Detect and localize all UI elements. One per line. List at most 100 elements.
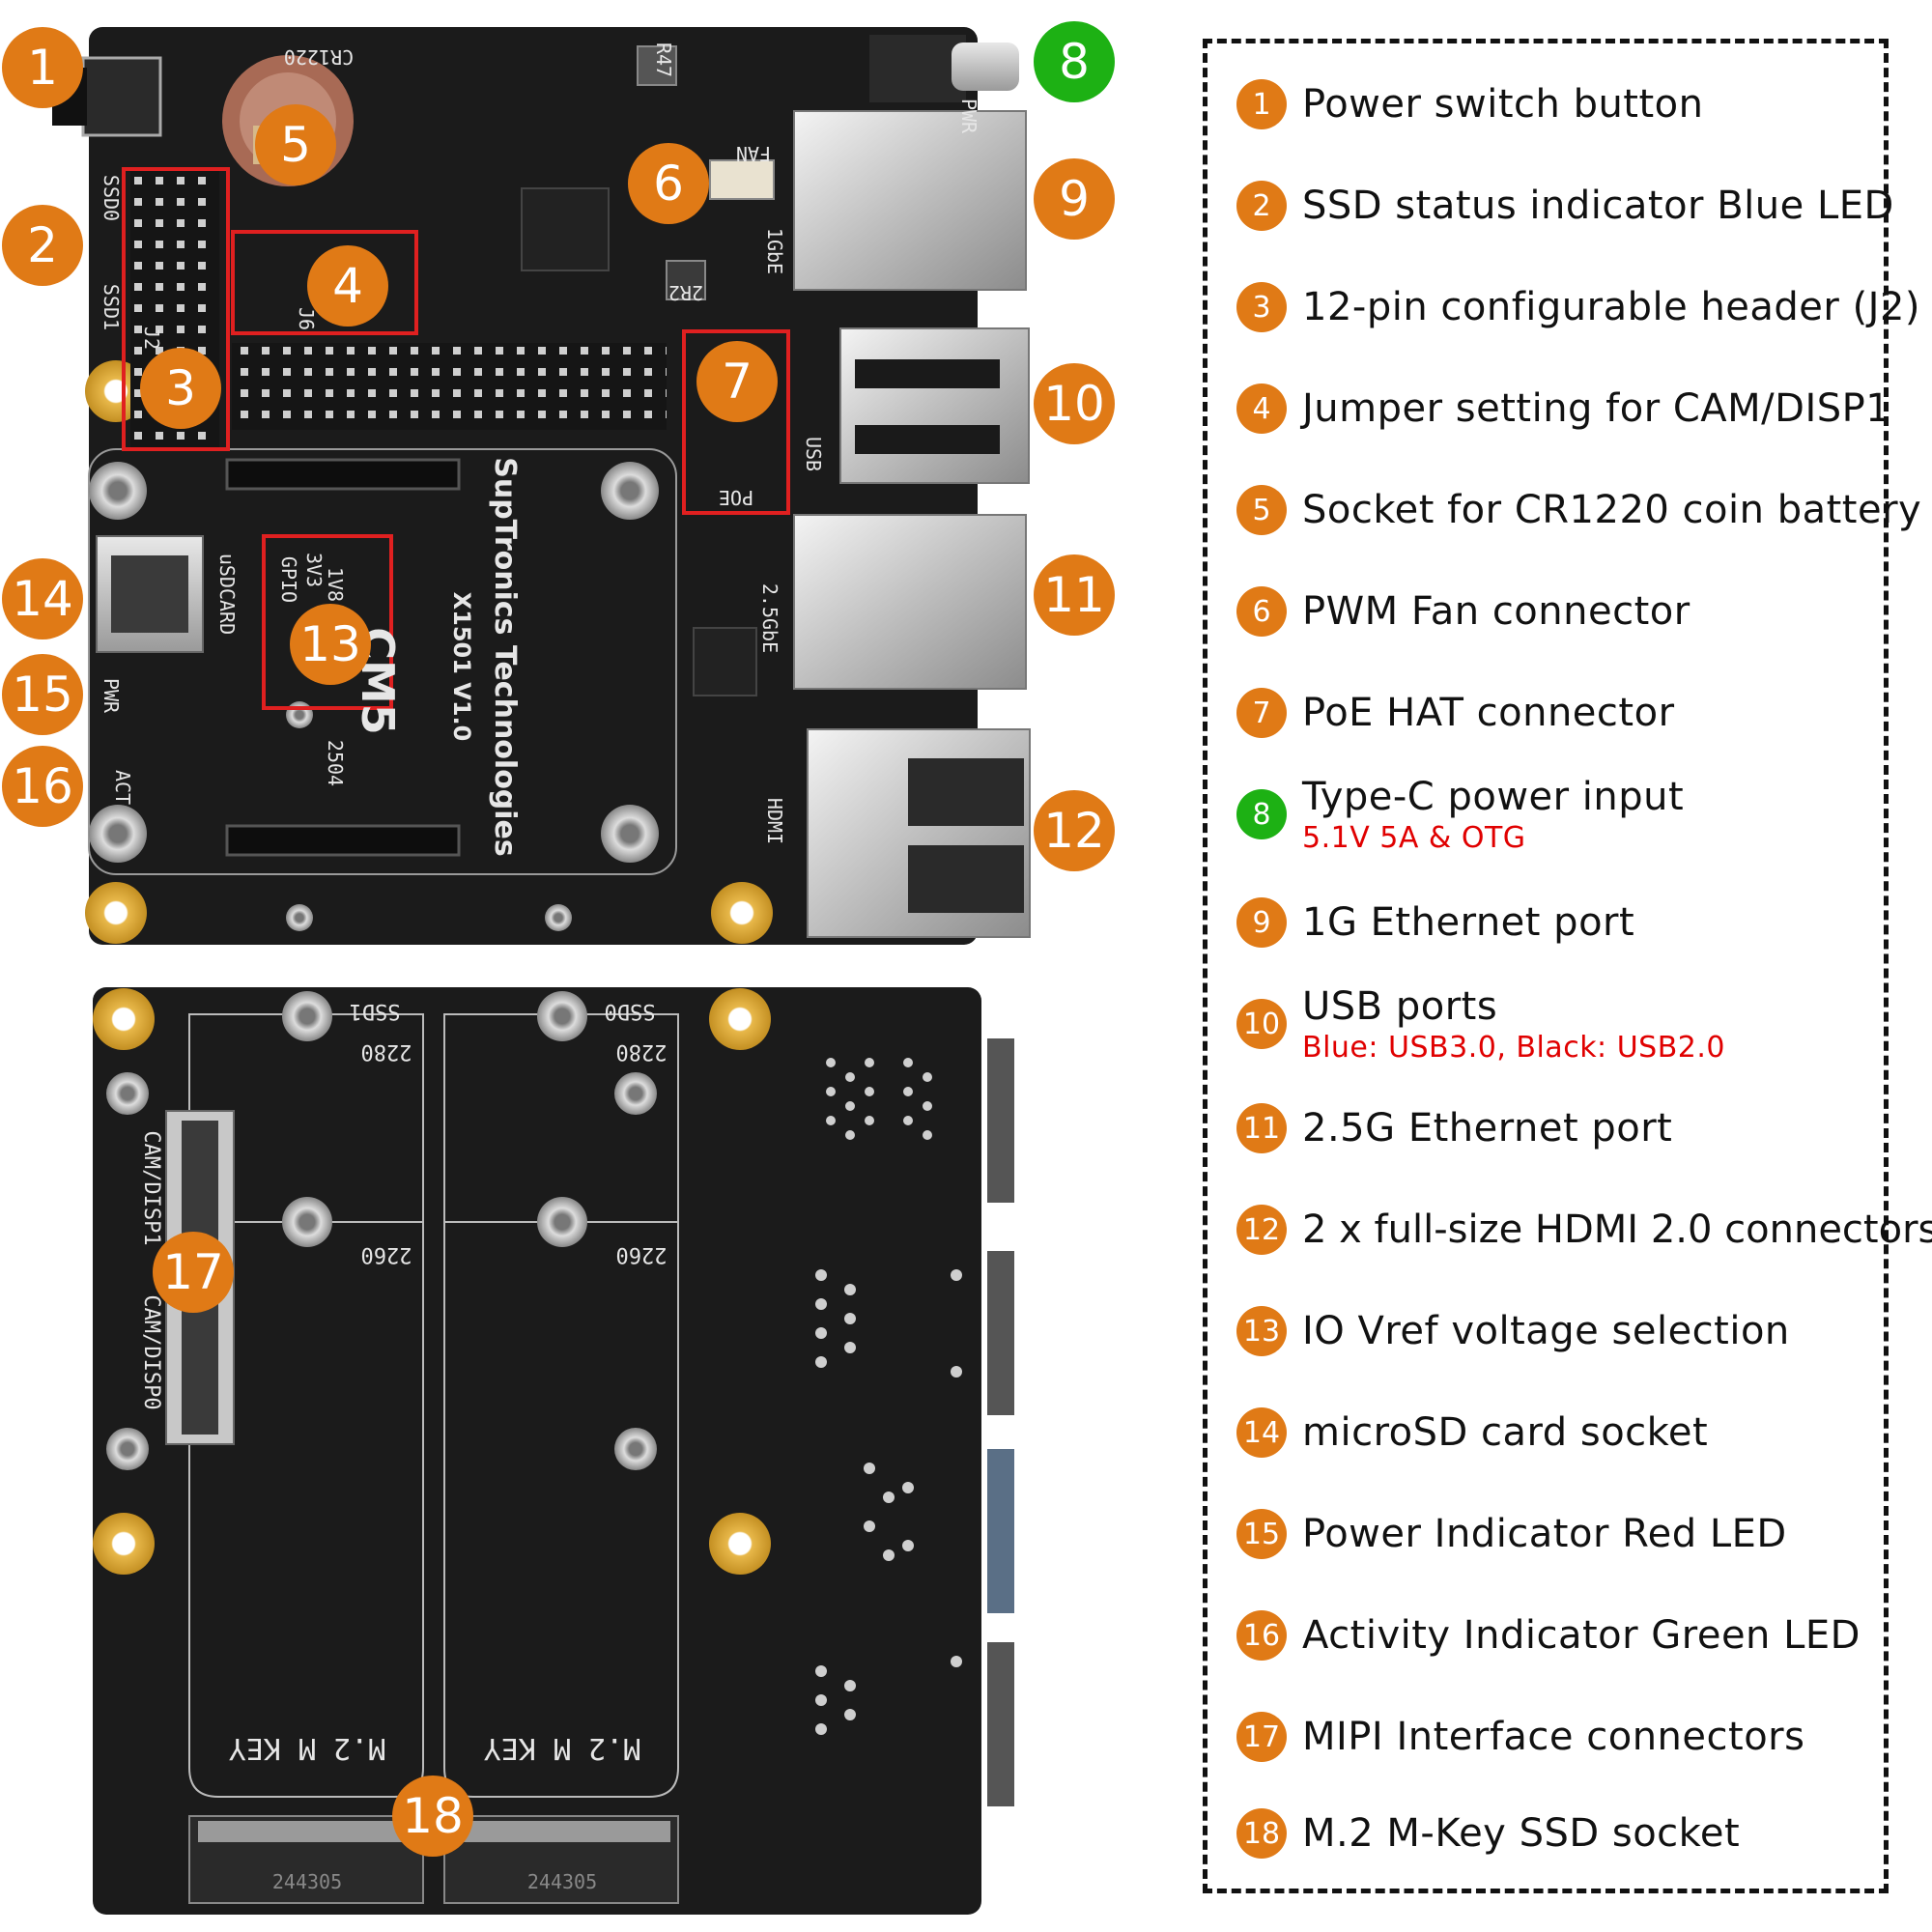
legend-text: Activity Indicator Green LED xyxy=(1302,1613,1861,1658)
legend-num-badge: 9 xyxy=(1236,897,1287,948)
legend-num-badge: 6 xyxy=(1236,586,1287,637)
legend-item: 3 12-pin configurable header (J2) xyxy=(1236,264,1920,351)
callout-2: 2 xyxy=(2,205,83,286)
callout-9: 9 xyxy=(1034,158,1115,240)
type-c-port xyxy=(869,35,966,102)
silk-1v8: 1V8 xyxy=(324,567,347,602)
chip xyxy=(521,187,610,271)
legend-num-badge: 18 xyxy=(1236,1808,1287,1859)
legend-num: 13 xyxy=(1242,1314,1281,1349)
legend-label: M.2 M-Key SSD socket xyxy=(1302,1811,1741,1856)
hdmi-port-opening xyxy=(908,845,1024,913)
legend-label: 2.5G Ethernet port xyxy=(1302,1106,1673,1151)
legend-label: USB ports xyxy=(1302,983,1498,1029)
fan-connector xyxy=(709,159,775,200)
mount-hole xyxy=(709,1513,771,1575)
usb-port-tongue xyxy=(855,359,1000,388)
silk-r47: R47 xyxy=(652,43,675,77)
callout-14-num: 14 xyxy=(12,571,73,627)
callout-15: 15 xyxy=(2,654,83,735)
silk-3v3: 3V3 xyxy=(302,553,326,587)
silk-2280-b: 2280 xyxy=(616,1039,668,1064)
solder-dots xyxy=(815,1058,962,1735)
silk-pwr: PWR xyxy=(957,99,980,134)
legend-num-badge: 14 xyxy=(1236,1407,1287,1458)
legend-num-badge: 7 xyxy=(1236,688,1287,738)
callout-16: 16 xyxy=(2,746,83,827)
legend-item: 4 Jumper setting for CAM/DISP1 xyxy=(1236,365,1890,452)
callout-3: 3 xyxy=(140,348,221,429)
callout-5: 5 xyxy=(255,104,336,185)
legend-num: 5 xyxy=(1252,493,1271,527)
legend-text: PWM Fan connector xyxy=(1302,589,1690,634)
legend-item: 9 1G Ethernet port xyxy=(1236,879,1634,966)
usb-port-tongue xyxy=(855,425,1000,454)
silk-bottom-ssd1: SSD1 xyxy=(350,999,401,1023)
silk-ssd0: SSD0 xyxy=(99,175,123,221)
legend-num: 10 xyxy=(1242,1007,1281,1041)
legend-label: Socket for CR1220 coin battery xyxy=(1302,488,1922,532)
legend-num: 17 xyxy=(1242,1719,1281,1754)
callout-7-num: 7 xyxy=(722,354,753,410)
silk-2260-a: 2260 xyxy=(361,1242,412,1266)
legend-item: 16 Activity Indicator Green LED xyxy=(1236,1592,1861,1679)
legend-num-badge: 8 xyxy=(1236,789,1287,839)
silk-cam-disp0: CAM/DISP0 xyxy=(139,1294,163,1409)
legend-text: Type-C power input 5.1V 5A & OTG xyxy=(1302,775,1684,855)
inductor xyxy=(637,45,677,86)
standoff xyxy=(614,1428,657,1470)
standoff xyxy=(601,805,659,863)
callout-4: 4 xyxy=(307,245,388,327)
callout-13-num: 13 xyxy=(299,616,361,672)
legend-num: 14 xyxy=(1242,1415,1281,1450)
legend-text: IO Vref voltage selection xyxy=(1302,1309,1790,1353)
silk-hdmi: HDMI xyxy=(763,798,786,844)
callout-18: 18 xyxy=(392,1776,473,1857)
silk-code-b: 244305 xyxy=(527,1870,597,1893)
usb-port xyxy=(839,327,1030,484)
legend-text: Jumper setting for CAM/DISP1 xyxy=(1302,386,1890,431)
silk-usdcard: uSDCARD xyxy=(215,554,239,635)
legend-num-badge: 2 xyxy=(1236,181,1287,231)
legend-num: 6 xyxy=(1252,594,1271,629)
silk-fan: FAN xyxy=(736,142,771,165)
callout-12-num: 12 xyxy=(1043,803,1105,859)
legend-text: SSD status indicator Blue LED xyxy=(1302,184,1894,228)
legend-num: 9 xyxy=(1252,905,1271,940)
port-edge xyxy=(987,1449,1014,1613)
legend-num-badge: 10 xyxy=(1236,999,1287,1049)
legend-text: MIPI Interface connectors xyxy=(1302,1715,1804,1759)
legend-text: USB ports Blue: USB3.0, Black: USB2.0 xyxy=(1302,984,1725,1065)
chip xyxy=(693,627,757,696)
legend-item: 5 Socket for CR1220 coin battery xyxy=(1236,467,1921,554)
legend-text: Power switch button xyxy=(1302,82,1704,127)
highlight-box-4 xyxy=(231,230,418,335)
legend-label: 2 x full-size HDMI 2.0 connectors xyxy=(1302,1208,1932,1252)
standoff xyxy=(614,1072,657,1115)
highlight-box-7 xyxy=(682,329,790,515)
callout-2-num: 2 xyxy=(27,217,58,273)
legend-label: PoE HAT connector xyxy=(1302,691,1675,735)
legend-num-badge: 12 xyxy=(1236,1205,1287,1255)
silk-gpio: GPIO xyxy=(277,556,300,603)
cm5-connector xyxy=(225,458,461,491)
silk-model: X1501 V1.0 xyxy=(448,592,475,742)
legend-item: 8 Type-C power input 5.1V 5A & OTG xyxy=(1236,771,1684,858)
silk-2260-b: 2260 xyxy=(616,1242,668,1266)
standoff xyxy=(106,1072,149,1115)
legend-item: 10 USB ports Blue: USB3.0, Black: USB2.0 xyxy=(1236,980,1725,1067)
silk-usb: USB xyxy=(802,437,825,471)
legend-label: 1G Ethernet port xyxy=(1302,900,1635,945)
standoff xyxy=(286,701,313,728)
callout-9-num: 9 xyxy=(1059,171,1090,227)
legend-label: Activity Indicator Green LED xyxy=(1302,1613,1861,1658)
legend-label: Type-C power input xyxy=(1302,774,1685,819)
m2-socket-pins xyxy=(198,1821,415,1842)
callout-17: 17 xyxy=(153,1232,234,1313)
port-edge xyxy=(987,1251,1014,1415)
callout-10-num: 10 xyxy=(1043,376,1105,432)
legend-text: Socket for CR1220 coin battery xyxy=(1302,488,1921,532)
type-c-plug xyxy=(952,43,1019,91)
silk-2r2: 2R2 xyxy=(668,281,703,304)
legend-item: 12 2 x full-size HDMI 2.0 connectors xyxy=(1236,1186,1932,1273)
